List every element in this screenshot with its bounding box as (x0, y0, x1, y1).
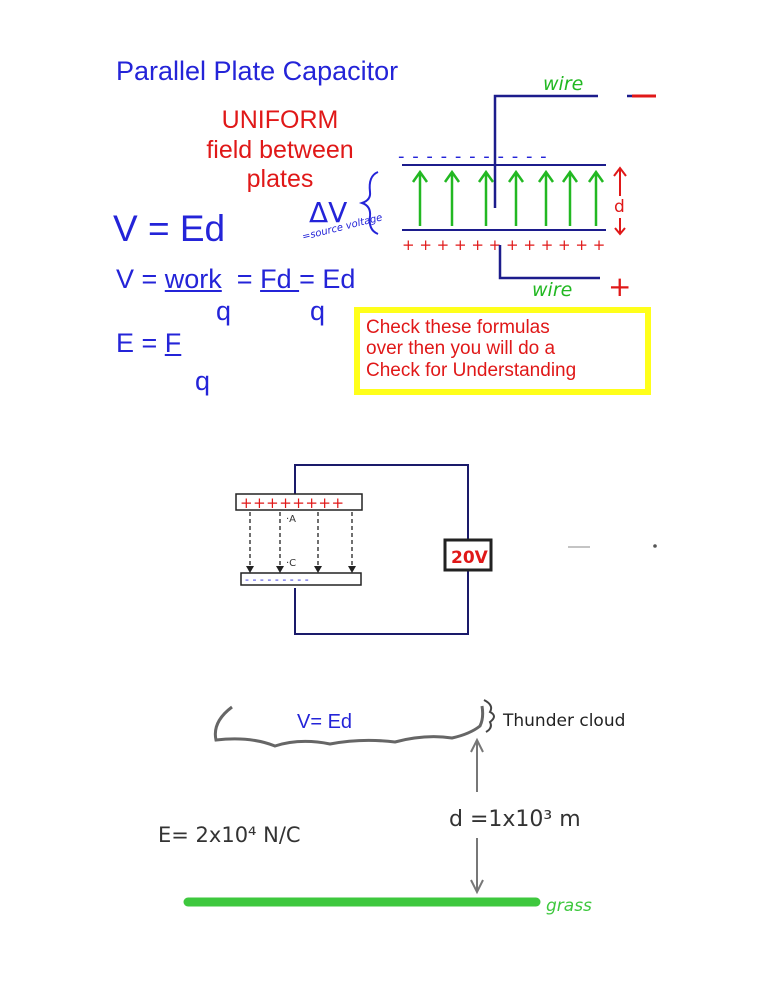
point-c: ·C (286, 558, 296, 569)
d-value-label: d =1x10³ m (449, 807, 581, 832)
eq-e-lhs: E = (116, 328, 165, 358)
equation-v-ed: V = Ed (113, 208, 226, 249)
cloud-label: Thunder cloud (502, 711, 625, 731)
eq-lhs: V = (116, 264, 165, 294)
d-arrow-up (613, 166, 627, 196)
grass-label: grass (546, 896, 592, 916)
circuit-top-plate (235, 493, 363, 511)
circuit-bottom-charges: - - - - - - - - - (245, 573, 309, 586)
page-title: Parallel Plate Capacitor (116, 56, 399, 86)
denominator-q-1: q (216, 296, 232, 326)
brace (358, 171, 379, 235)
field-arrows (411, 169, 605, 226)
check-line-2: over then you will do a (366, 338, 556, 360)
d-arrow-up-cloud (470, 737, 484, 792)
cloud-equation: V= Ed (297, 711, 353, 733)
cloud-brace (483, 699, 495, 733)
thundercloud-diagram: Thunder cloud d =1x10³ m E= 2x10⁴ N/C gr… (158, 699, 625, 916)
bottom-plate-charges: + + + + + + + + + + + + (402, 236, 605, 254)
uniform-field-note: UNIFORM field between plates (190, 106, 370, 195)
uniform-line-1: UNIFORM (221, 106, 339, 134)
eq-tail: = Ed (299, 264, 356, 294)
delta-v-label: ΔV (309, 196, 347, 229)
equation-e-f-q: E = F (116, 330, 181, 357)
equation-work: V = work = Fd = Ed (116, 266, 355, 293)
e-value-label: E= 2x10⁴ N/C (158, 823, 301, 847)
top-wire-line (493, 94, 598, 208)
eq-work-word: work (164, 264, 222, 294)
circuit-field-lines (249, 512, 353, 568)
eq-mid: = (221, 264, 261, 294)
denominator-q-2: q (310, 296, 326, 326)
check-line-3: Check for Understanding (366, 359, 577, 381)
circuit-arrowheads (246, 566, 356, 573)
denominator-q-3: q (195, 366, 211, 396)
plus-sign: + (608, 270, 631, 303)
wire-bottom-label: wire (532, 279, 572, 301)
point-a: ·A (286, 514, 296, 525)
circuit-bottom-plate (240, 572, 362, 586)
d-arrow-down-cloud (470, 838, 484, 895)
circuit-wire-bottom (294, 570, 469, 635)
uniform-line-2: field between (206, 135, 354, 164)
eq-fd: Fd (260, 264, 300, 294)
uniform-line-3: plates (246, 165, 314, 193)
check-line-1: Check these formulas (366, 317, 550, 338)
eq-e-f: F (164, 328, 182, 358)
check-formulas-box: Check these formulas over then you will … (354, 307, 651, 395)
top-plate-charges: - - - - - - - - - - - (398, 146, 548, 167)
cloud-outline (213, 705, 485, 748)
stray-mark-2 (653, 544, 657, 548)
d-arrow-down (614, 218, 626, 236)
capacitor-diagram: wire - - - - - - - - - - - + + + + + + +… (301, 73, 656, 303)
circuit-wire-top (294, 464, 469, 540)
wire-top-label: wire (543, 73, 583, 95)
d-label: d (614, 197, 625, 217)
circuit-top-charges: ++++++++ (240, 494, 345, 512)
circuit-diagram: ++++++++ - - - - - - - - - ·A ·C 20V (235, 464, 657, 635)
bottom-wire-line (498, 245, 600, 280)
battery-label: 20V (451, 548, 489, 568)
battery-box (443, 538, 493, 572)
